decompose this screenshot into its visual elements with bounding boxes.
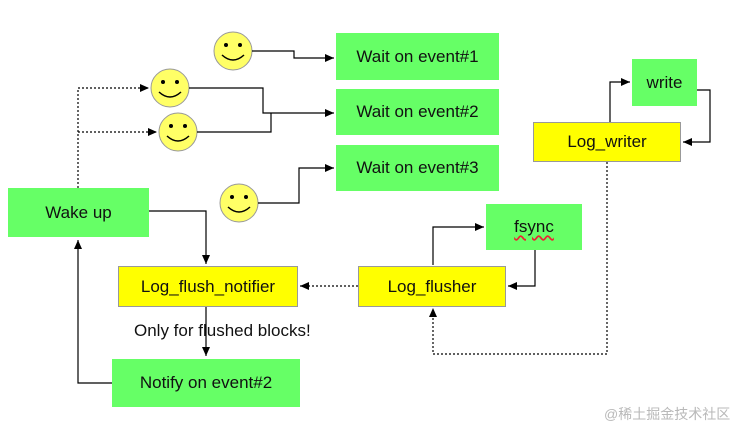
- node-wait-event-1: Wait on event#1: [336, 33, 499, 80]
- watermark: @稀土掘金技术社区: [604, 406, 731, 422]
- node-log-writer: Log_writer: [533, 122, 681, 162]
- edge-fsync-flusher: [508, 250, 536, 290]
- edge-write-writer: [683, 89, 711, 146]
- edge-writer-write: [609, 78, 630, 122]
- node-wait-event-3: Wait on event#3: [336, 145, 499, 191]
- edge-smiley-wait3: [258, 164, 334, 204]
- node-fsync: fsync: [486, 204, 582, 250]
- node-notify-event-2: Notify on event#2: [112, 359, 300, 407]
- edge-wakeup-notifier: [149, 210, 210, 264]
- smiley-icon: [219, 183, 259, 223]
- edge-notify-wakeup: [74, 240, 112, 384]
- smiley-icon: [158, 112, 198, 152]
- edge-writer-flusher: [429, 162, 608, 355]
- edge-smiley-wait2b: [197, 113, 272, 133]
- node-log-flusher: Log_flusher: [358, 266, 506, 307]
- edge-smiley-wait1: [252, 50, 334, 62]
- smiley-icon: [213, 31, 253, 71]
- edge-smiley-wait2a: [189, 87, 334, 117]
- node-wake-up: Wake up: [8, 188, 149, 237]
- fsync-label: fsync: [514, 217, 554, 236]
- annotation-only-flushed: Only for flushed blocks!: [134, 321, 311, 340]
- smiley-icon: [150, 68, 190, 108]
- node-write: write: [632, 59, 697, 106]
- node-log-flush-notifier: Log_flush_notifier: [118, 266, 298, 307]
- node-wait-event-2: Wait on event#2: [336, 89, 499, 135]
- edge-flusher-fsync: [432, 223, 484, 265]
- edge-wakeup-smiley1: [77, 84, 149, 188]
